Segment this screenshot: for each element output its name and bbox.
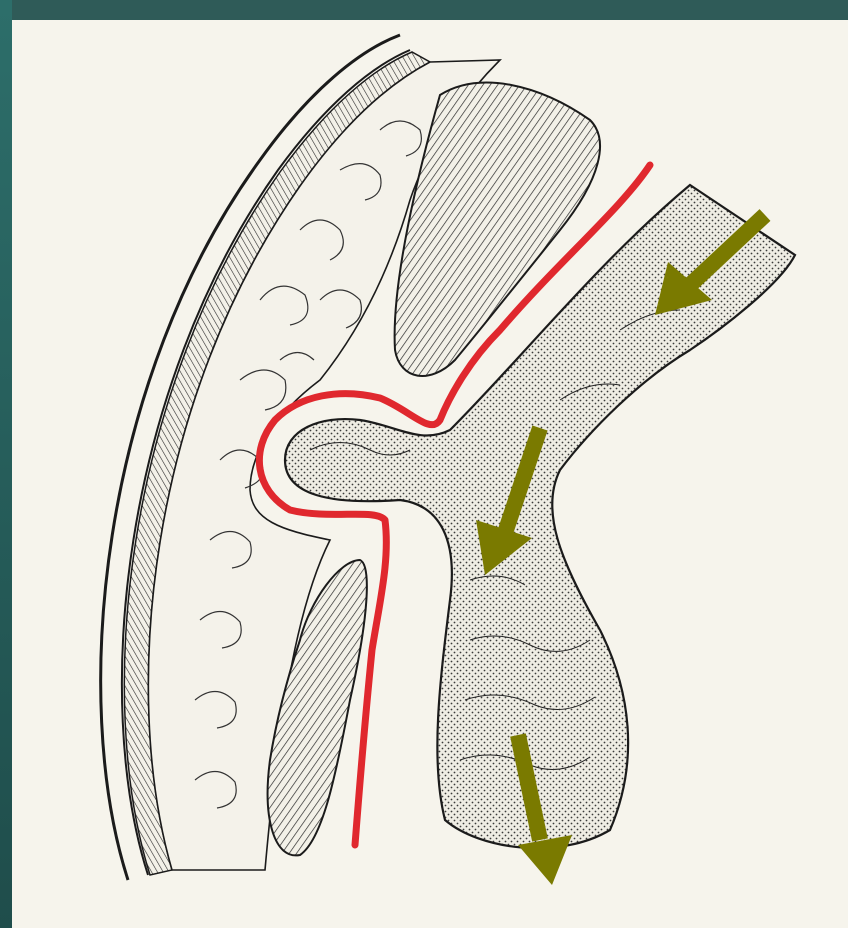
slide-title-band xyxy=(12,0,848,20)
anatomical-illustration xyxy=(12,0,848,928)
illustration-panel xyxy=(12,0,848,928)
slide-frame-edge xyxy=(0,0,12,928)
